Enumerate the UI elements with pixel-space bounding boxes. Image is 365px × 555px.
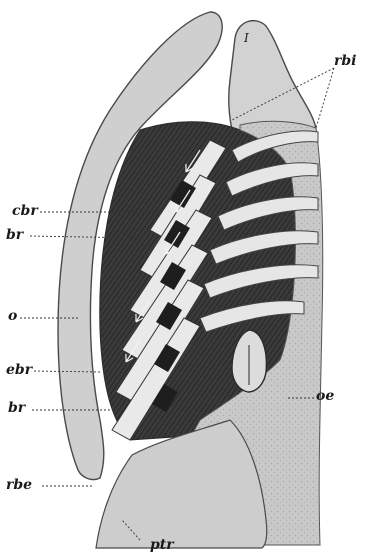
label-ptr: ptr bbox=[150, 538, 174, 552]
label-rbi: rbi bbox=[334, 54, 356, 68]
label-rbe: rbe bbox=[6, 478, 32, 492]
label-br-lower: br bbox=[8, 401, 25, 415]
structure-numeral-i: I bbox=[244, 32, 249, 44]
label-cbr: cbr bbox=[12, 204, 38, 218]
label-oe: oe bbox=[316, 389, 334, 403]
label-ebr: ebr bbox=[6, 363, 32, 377]
label-o: o bbox=[8, 309, 17, 323]
lower-trunk bbox=[96, 420, 267, 548]
label-br-upper: br bbox=[6, 228, 23, 242]
